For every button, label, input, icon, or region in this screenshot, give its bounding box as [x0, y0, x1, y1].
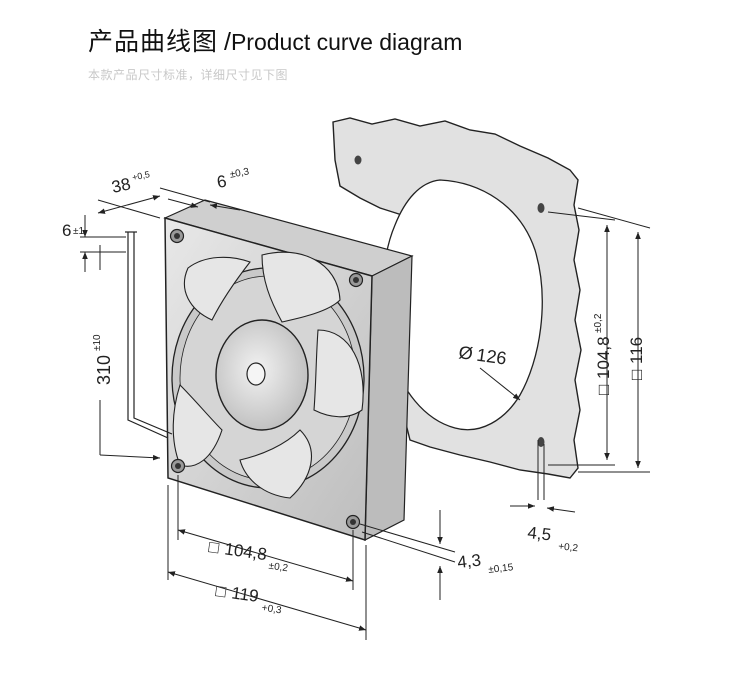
dim-fan-pitch: □ 104,8 ±0,2 [207, 537, 289, 575]
dim-mount-hole-tol: ±0,15 [488, 562, 514, 576]
gasket-plate [332, 117, 582, 500]
fan-body [125, 199, 414, 542]
fan-mount-holes [169, 228, 364, 530]
gasket-mount-hole [537, 437, 545, 447]
dim-gasket-pitch-tol: ±0,2 [593, 313, 604, 333]
dim-flange: 6 ±0,3 [215, 166, 250, 192]
page-title-cn: 产品曲线图 [88, 28, 219, 56]
dim-hole-diameter-symbol: Ø [457, 342, 474, 364]
dim-flange-value: 6 [215, 172, 228, 192]
title-row: 产品曲线图 / Product curve diagram [88, 22, 462, 58]
dim-slot-width-tol: +0,2 [558, 541, 579, 554]
dim-gasket-pitch-symbol: □ [594, 385, 613, 395]
dim-cable-offset-tol: ±1 [73, 226, 84, 237]
dim-slot-width-value: 4,5 [527, 523, 552, 544]
page-title-en: Product curve diagram [230, 29, 463, 55]
dim-depth-tol: +0,5 [131, 169, 150, 182]
slot-extension [537, 440, 545, 500]
dimension-lines [80, 187, 651, 640]
dimension-labels: 38 +0,5 6 ±0,3 6 ±1 310 ±10 Ø 126 □ 104,… [62, 166, 646, 616]
dim-fan-pitch-tol: ±0,2 [268, 561, 289, 575]
dim-cable-offset: 6 ±1 [62, 221, 84, 240]
gasket-hole [382, 179, 543, 431]
dim-flange-tol: ±0,3 [229, 166, 250, 180]
page-subtitle: 本款产品尺寸标准，详细尺寸见下图 [88, 68, 289, 82]
dim-fan-width-value: 119 [230, 583, 259, 606]
dim-gasket-width-value: 116 [627, 337, 646, 364]
dim-cable-length-value: 310 [94, 355, 114, 385]
dim-gasket-width-symbol: □ [627, 370, 646, 380]
header: 产品曲线图 / Product curve diagram 本款产品尺寸标准，详… [88, 22, 462, 83]
dim-gasket-pitch: □ 104,8 ±0,2 [593, 313, 613, 395]
dim-gasket-width: □ 116 [627, 337, 646, 380]
dim-mount-hole-value: 4,3 [456, 551, 481, 572]
dim-cable-offset-value: 6 [62, 221, 71, 240]
dim-gasket-pitch-value: 104,8 [594, 336, 613, 379]
gasket-mount-hole [354, 155, 362, 165]
dim-fan-width-tol: +0,3 [261, 603, 283, 617]
dim-hole-diameter-value: 126 [475, 345, 508, 369]
fan-blades [172, 251, 364, 499]
dim-fan-width-symbol: □ [214, 581, 227, 601]
dim-fan-pitch-symbol: □ [207, 537, 220, 557]
dim-cable-length: 310 ±10 [92, 334, 114, 385]
title-separator: / [224, 28, 231, 56]
dim-slot-width: 4,5 +0,2 [527, 523, 579, 554]
fan-cable [125, 231, 173, 439]
dim-depth: 38 +0,5 [110, 169, 151, 197]
dim-fan-pitch-value: 104,8 [223, 539, 268, 564]
dim-mount-hole: 4,3 ±0,15 [456, 551, 514, 576]
dim-hole-diameter: Ø 126 [457, 342, 507, 368]
hub-center [246, 362, 266, 386]
gasket-mount-hole [537, 203, 545, 213]
dim-cable-length-tol: ±10 [92, 334, 103, 351]
dim-depth-value: 38 [110, 174, 132, 197]
dim-fan-width: □ 119 +0,3 [214, 581, 283, 617]
